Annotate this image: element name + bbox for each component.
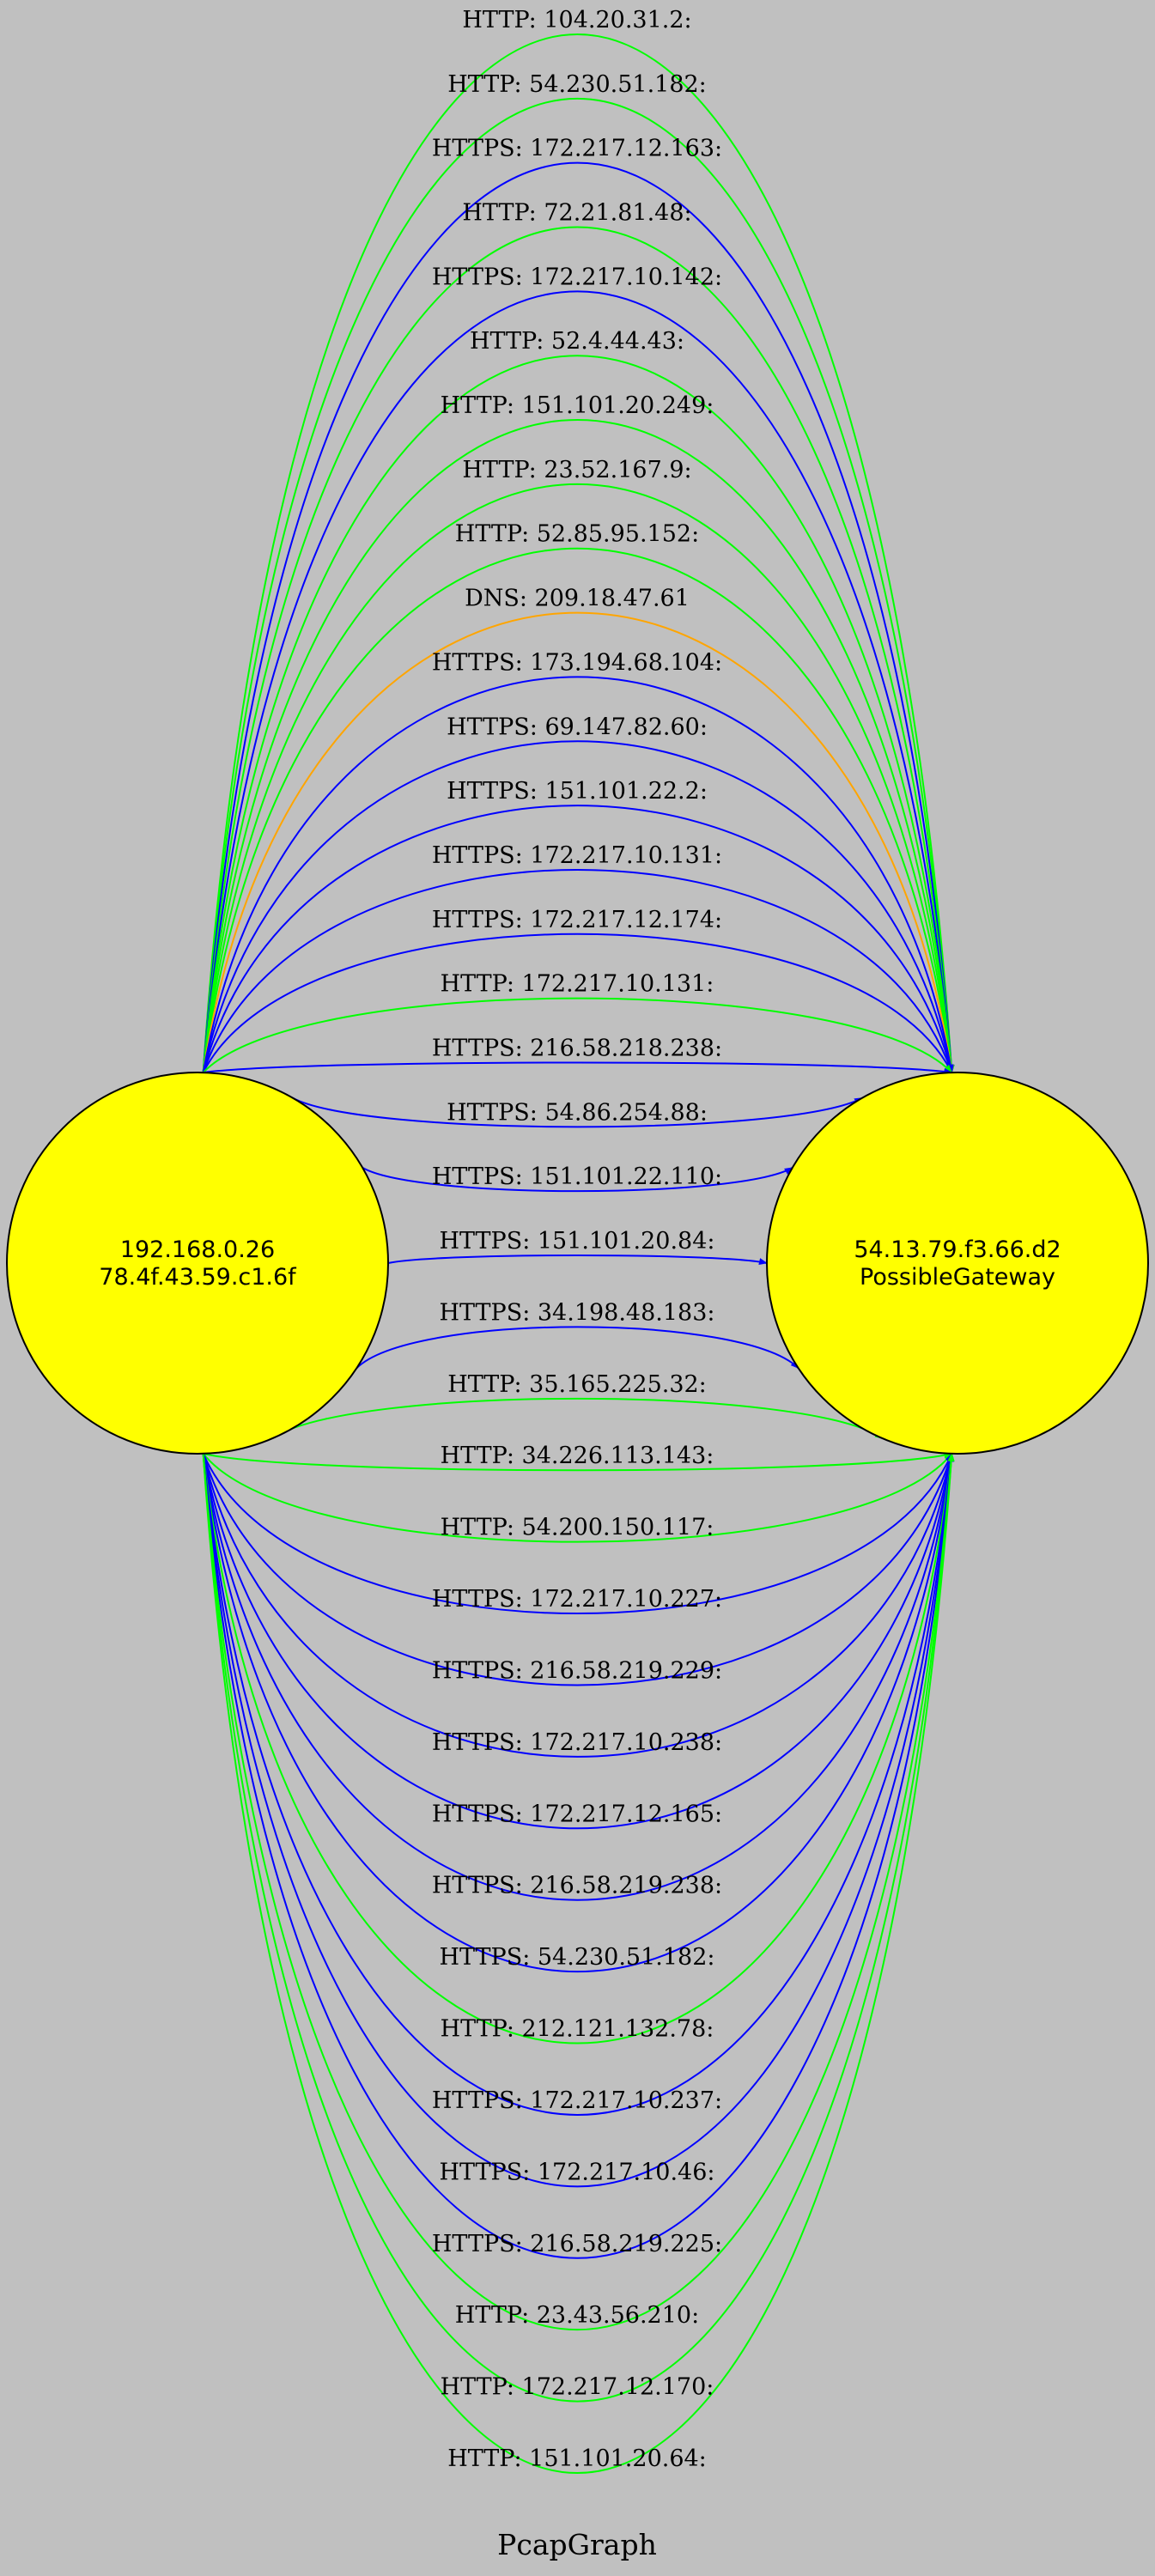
edge-http xyxy=(202,1452,955,2403)
edge-https xyxy=(203,1061,953,1075)
source-node-ip: 192.168.0.26 xyxy=(120,1236,275,1263)
edge-https xyxy=(202,290,955,1074)
edge-label: HTTP: 172.217.10.131: xyxy=(441,971,714,998)
edge-label: HTTP: 52.4.44.43: xyxy=(470,328,684,355)
source-node-mac: 78.4f.43.59.c1.6f xyxy=(99,1264,297,1291)
edges-layer xyxy=(202,33,955,2474)
edge-label: HTTPS: 172.217.10.238: xyxy=(432,1729,722,1756)
edge-label: HTTP: 172.217.12.170: xyxy=(441,2374,714,2401)
edge-http xyxy=(203,1452,953,1472)
edge-label: HTTP: 35.165.225.32: xyxy=(447,1371,707,1398)
edge-label: HTTP: 54.230.51.182: xyxy=(447,71,707,98)
edge-label: HTTPS: 172.217.10.237: xyxy=(432,2087,722,2114)
edge-label: HTTP: 212.121.132.78: xyxy=(441,2016,714,2043)
edge-label: HTTP: 151.101.20.64: xyxy=(447,2445,707,2472)
edge-label: HTTPS: 216.58.219.229: xyxy=(432,1657,722,1684)
edge-label: HTTPS: 151.101.20.84: xyxy=(439,1228,714,1255)
graph-title: PcapGraph xyxy=(497,2528,657,2561)
edge-label: HTTPS: 172.217.10.142: xyxy=(432,264,722,290)
edge-label: HTTPS: 216.58.219.225: xyxy=(432,2231,722,2257)
edge-label: HTTP: 151.101.20.249: xyxy=(441,392,714,419)
edge-https xyxy=(202,1452,953,1686)
edge-https xyxy=(202,933,953,1073)
edge-label: HTTPS: 172.217.10.46: xyxy=(439,2159,714,2185)
edge-https xyxy=(202,869,953,1074)
edge-https xyxy=(202,1452,954,1758)
edge-label: HTTPS: 54.230.51.182: xyxy=(439,1944,714,1971)
edge-label: HTTPS: 54.86.254.88: xyxy=(447,1099,708,1126)
edge-https xyxy=(202,740,954,1074)
edge-https xyxy=(362,1167,793,1193)
edge-https xyxy=(202,1452,953,1614)
edge-label: HTTP: 54.200.150.117: xyxy=(441,1515,714,1541)
target-node-mac: 54.13.79.f3.66.d2 xyxy=(854,1236,1061,1263)
edge-label: HTTPS: 173.194.68.104: xyxy=(432,649,722,676)
edge-label: HTTP: 23.43.56.210: xyxy=(455,2302,699,2329)
edge-https xyxy=(356,1326,799,1370)
edge-https xyxy=(202,676,954,1074)
edge-https xyxy=(202,1452,954,1830)
target-node[interactable]: 54.13.79.f3.66.d2 PossibleGateway xyxy=(766,1072,1149,1455)
edge-label: HTTPS: 172.217.12.174: xyxy=(432,907,722,933)
edge-http xyxy=(202,997,953,1073)
edge-label: DNS: 209.18.47.61 xyxy=(465,586,690,612)
target-node-role: PossibleGateway xyxy=(860,1264,1055,1291)
target-node-circle xyxy=(766,1072,1149,1455)
edge-http xyxy=(202,1452,955,2330)
edge-label: HTTPS: 69.147.82.60: xyxy=(447,714,708,740)
edge-http xyxy=(202,1452,955,2474)
source-node[interactable]: 192.168.0.26 78.4f.43.59.c1.6f xyxy=(6,1072,389,1455)
edge-https xyxy=(202,161,955,1074)
edge-label: HTTP: 104.20.31.2: xyxy=(462,7,691,33)
edge-label: HTTPS: 151.101.22.110: xyxy=(432,1163,722,1190)
edge-label: HTTP: 72.21.81.48: xyxy=(462,200,691,227)
edge-http xyxy=(202,1452,955,2044)
edge-http xyxy=(202,419,955,1074)
edge-http xyxy=(202,547,955,1074)
edge-label: HTTPS: 172.217.10.131: xyxy=(432,842,722,869)
edge-http xyxy=(271,1397,884,1440)
source-node-circle xyxy=(6,1072,389,1455)
edge-https xyxy=(202,1452,954,1901)
edge-http xyxy=(202,98,955,1074)
edge-https xyxy=(202,1452,955,1973)
edge-http xyxy=(202,226,955,1074)
edge-label: HTTPS: 172.217.12.165: xyxy=(432,1801,722,1827)
edge-label: HTTP: 34.226.113.143: xyxy=(441,1443,714,1469)
edge-label: HTTPS: 34.198.48.183: xyxy=(439,1299,714,1326)
edge-label: HTTP: 52.85.95.152: xyxy=(455,521,699,548)
edge-https xyxy=(202,1452,955,2116)
edge-http xyxy=(202,355,955,1074)
edge-label: HTTPS: 216.58.218.238: xyxy=(432,1035,722,1061)
edge-https xyxy=(202,1452,955,2259)
edge-label: HTTP: 23.52.167.9: xyxy=(462,457,691,483)
edge-http xyxy=(202,1453,953,1543)
edge-https xyxy=(387,1255,768,1266)
edge-https xyxy=(292,1097,864,1128)
edge-dns xyxy=(202,611,954,1074)
edge-https xyxy=(202,805,953,1074)
edge-label: HTTPS: 216.58.219.238: xyxy=(432,1873,722,1899)
edge-labels-layer: HTTP: 104.20.31.2: HTTP: 54.230.51.182: HT… xyxy=(432,7,722,2472)
edge-label: HTTPS: 172.217.10.227: xyxy=(432,1586,722,1613)
edge-http xyxy=(202,483,955,1074)
edge-label: HTTPS: 172.217.12.163: xyxy=(432,136,722,162)
edge-label: HTTPS: 151.101.22.2: xyxy=(447,778,708,805)
edge-https xyxy=(202,1452,955,2188)
edge-http xyxy=(202,33,955,1074)
